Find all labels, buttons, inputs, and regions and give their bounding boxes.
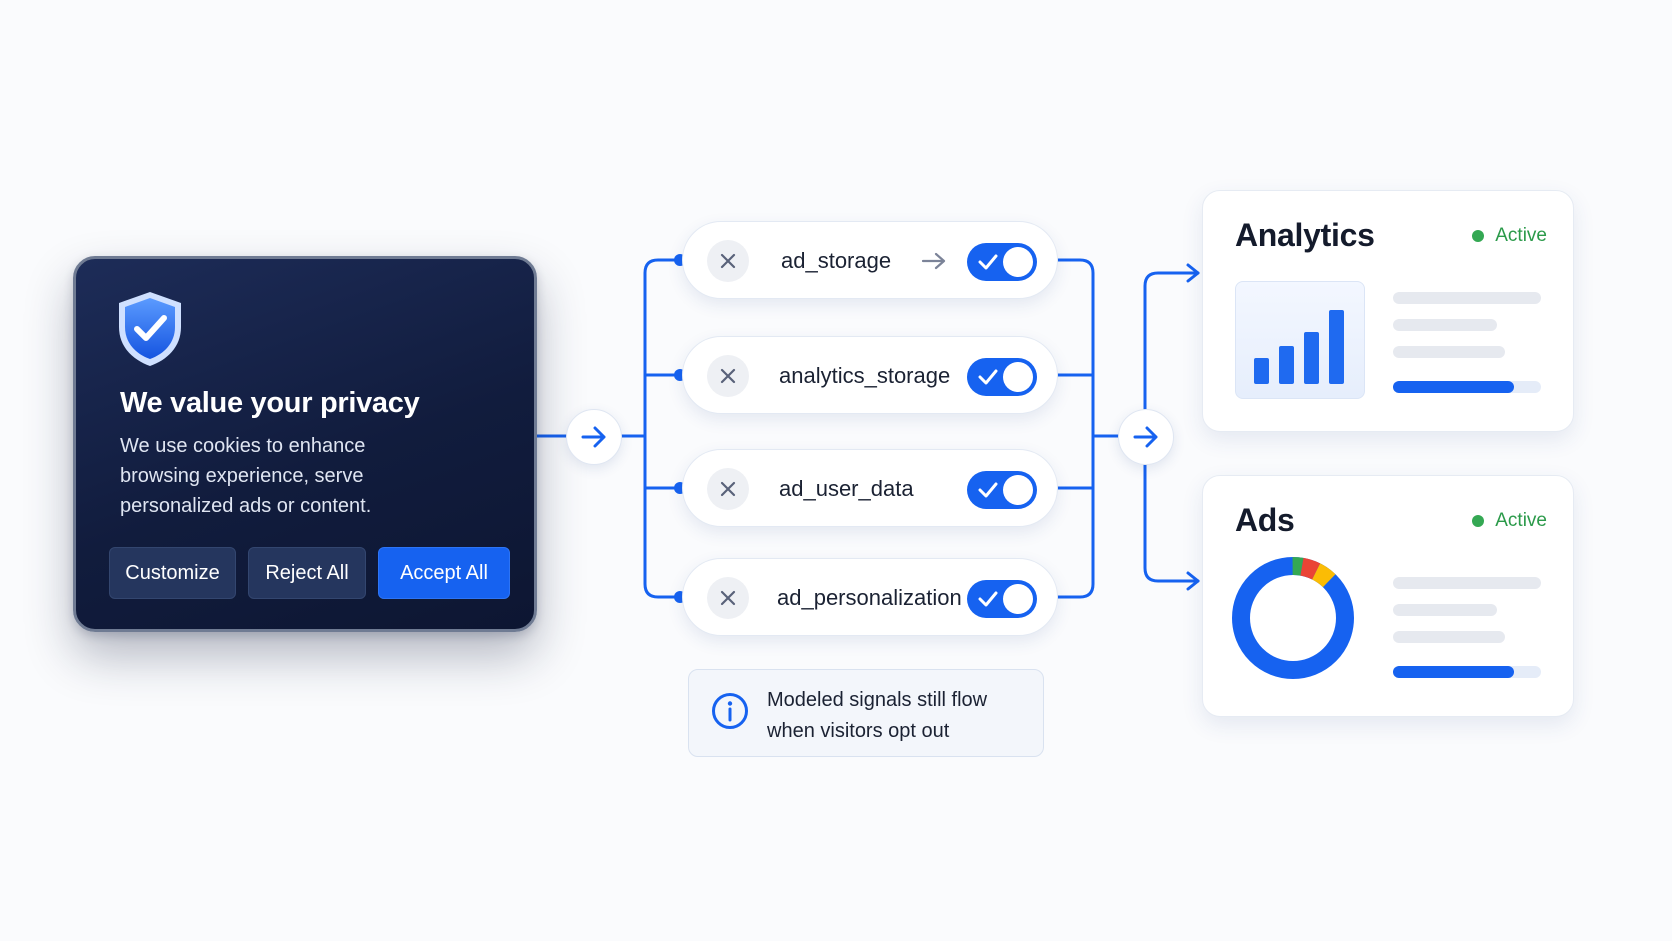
param-toggle[interactable] [967, 580, 1037, 618]
placeholder-line [1393, 577, 1541, 589]
analytics-thumbnail [1235, 281, 1365, 399]
check-icon [978, 369, 998, 385]
check-icon [978, 591, 998, 607]
bar-chart-icon [1254, 310, 1344, 384]
consent-description: We use cookies to enhance browsing exper… [120, 435, 372, 517]
param-reject-button[interactable] [707, 468, 749, 510]
close-icon [720, 253, 736, 269]
close-icon [720, 368, 736, 384]
modeled-signals-note: Modeled signals still flow when visitors… [688, 669, 1044, 757]
accept-all-button[interactable]: Accept All [378, 547, 510, 599]
toggle-knob [1003, 475, 1033, 505]
placeholder-line [1393, 319, 1497, 331]
status-dot [1472, 230, 1485, 242]
progress-bar [1393, 666, 1541, 678]
arrow-right-icon [1133, 426, 1158, 448]
param-reject-button[interactable] [707, 240, 749, 282]
flow-node-consent-to-params [566, 409, 622, 465]
progress-fill [1393, 666, 1515, 678]
status-badge: Active [1472, 510, 1547, 532]
placeholder-line [1393, 604, 1497, 616]
arrow-right-icon [581, 426, 606, 448]
arrow-right-icon [921, 252, 946, 270]
consent-param-ad-personalization: ad_personalization [682, 558, 1058, 636]
placeholder-line [1393, 631, 1505, 643]
reject-all-button[interactable]: Reject All [248, 547, 366, 599]
placeholder-line [1393, 292, 1541, 304]
param-toggle[interactable] [967, 243, 1037, 281]
toggle-knob [1003, 584, 1033, 614]
param-label: analytics_storage [779, 363, 951, 388]
status-badge: Active [1472, 225, 1547, 247]
consent-param-ad-user-data: ad_user_data [682, 449, 1058, 527]
close-icon [720, 481, 736, 497]
status-label: Active [1495, 225, 1547, 246]
status-dot [1472, 515, 1485, 527]
param-reject-button[interactable] [707, 577, 749, 619]
consent-param-ad-storage: ad_storage [682, 221, 1058, 299]
param-label: ad_storage [781, 248, 892, 273]
analytics-destination-card: Analytics Active [1202, 190, 1574, 432]
toggle-knob [1003, 362, 1033, 392]
param-label: ad_user_data [779, 476, 914, 501]
flow-node-params-to-destinations [1118, 409, 1174, 465]
card-title: Analytics [1235, 217, 1375, 253]
ads-destination-card: Ads Active [1202, 475, 1574, 717]
placeholder-line [1393, 346, 1505, 358]
consent-title: We value your privacy [120, 387, 420, 419]
note-text: Modeled signals still flow when visitors… [767, 689, 988, 742]
param-toggle[interactable] [967, 471, 1037, 509]
check-icon [978, 482, 998, 498]
toggle-knob [1003, 247, 1033, 277]
progress-bar [1393, 381, 1541, 393]
consent-param-analytics-storage: analytics_storage [682, 336, 1058, 414]
shield-check-icon [119, 292, 181, 366]
info-icon [712, 693, 748, 729]
customize-button[interactable]: Customize [109, 547, 236, 599]
card-title: Ads [1235, 502, 1295, 538]
check-icon [978, 254, 998, 270]
close-icon [720, 590, 736, 606]
status-label: Active [1495, 510, 1547, 531]
param-toggle[interactable] [967, 358, 1037, 396]
donut-chart-icon [1232, 557, 1354, 679]
progress-fill [1393, 381, 1515, 393]
param-reject-button[interactable] [707, 355, 749, 397]
cookie-consent-dialog: We value your privacy We use cookies to … [73, 256, 537, 632]
param-label: ad_personalization [777, 585, 962, 610]
